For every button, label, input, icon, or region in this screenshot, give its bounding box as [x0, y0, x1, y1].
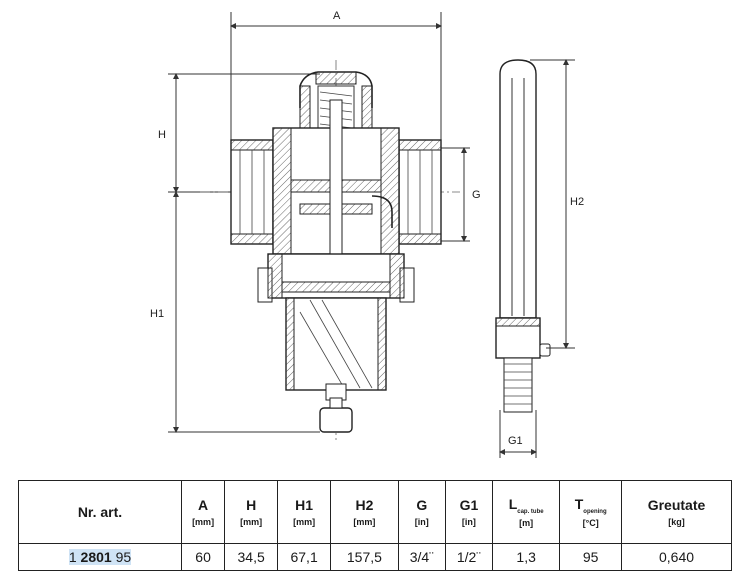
dimension-label-h1: H1: [150, 308, 164, 320]
cell-art-nr: 1 2801 95: [18, 543, 182, 571]
spec-table: Nr. art. A[mm] H[mm] H1[mm] H2[mm] G[in]…: [18, 480, 732, 571]
technical-drawing: A H H1 G: [150, 10, 584, 458]
dimension-h1: H1: [150, 191, 320, 433]
dimension-a: A: [230, 10, 442, 140]
header-h2: H2[mm]: [330, 480, 399, 544]
dimension-label-h2: H2: [570, 196, 584, 208]
dimension-label-h: H: [158, 129, 166, 141]
cell-g1: 1/2¨: [444, 543, 493, 571]
cell-h: 34,5: [224, 543, 279, 571]
dimension-g1: G1: [499, 410, 537, 458]
cell-t-opening: 95: [559, 543, 623, 571]
header-weight: Greutate[kg]: [621, 480, 732, 544]
spec-data-row: 1 2801 95 60 34,5 67,1 157,5 3/4¨ 1/2¨ 1…: [18, 543, 732, 571]
dimension-label-g1: G1: [508, 435, 523, 447]
header-h1: H1[mm]: [277, 480, 332, 544]
header-h: H[mm]: [224, 480, 279, 544]
cell-weight: 0,640: [621, 543, 732, 571]
header-a: A[mm]: [180, 480, 226, 544]
cell-l-cap-tube: 1,3: [491, 543, 561, 571]
cell-a: 60: [180, 543, 226, 571]
dimension-label-a: A: [333, 10, 341, 22]
header-g: G[in]: [397, 480, 446, 544]
art-nr-text: 1 2801 95: [68, 549, 132, 565]
spec-header-row: Nr. art. A[mm] H[mm] H1[mm] H2[mm] G[in]…: [18, 480, 732, 544]
header-g1: G1[in]: [444, 480, 493, 544]
header-t-opening: Topening[°C]: [559, 480, 623, 544]
dimension-h2: H2: [530, 59, 584, 349]
cell-h1: 67,1: [277, 543, 332, 571]
valve-body-section: [200, 60, 460, 440]
header-l-cap-tube: Lcap. tube[m]: [491, 480, 561, 544]
cell-g: 3/4¨: [397, 543, 446, 571]
dimension-label-g: G: [472, 189, 481, 201]
sensor-probe: [495, 59, 551, 413]
cell-h2: 157,5: [330, 543, 399, 571]
header-art-nr: Nr. art.: [18, 480, 182, 544]
